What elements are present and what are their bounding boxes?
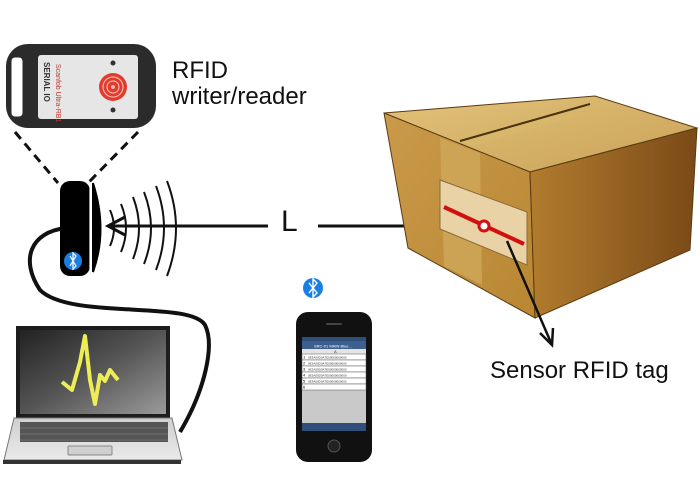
phone-row-number: 5 xyxy=(303,379,306,384)
bluetooth-icon xyxy=(303,277,323,299)
signal-waves-icon xyxy=(109,180,177,277)
phone-toolbar xyxy=(302,423,366,431)
reader-led-top xyxy=(110,60,116,66)
reader-model-text: Scanfob Ultra-RB1 xyxy=(54,64,61,122)
sensor-tag-label: Sensor RFID tag xyxy=(490,357,669,384)
box-seam xyxy=(459,103,591,142)
cardboard-box xyxy=(383,95,699,319)
rfid-signal-icon xyxy=(99,73,127,101)
phone-app-titlebar xyxy=(302,341,366,349)
phone-row-value: 0E3A00D0A7E00000000000 xyxy=(308,379,347,383)
reader-label-line2: writer/reader xyxy=(172,83,307,111)
phone-row-number: 6 xyxy=(303,385,306,390)
reader-face xyxy=(38,55,138,119)
reader-brand-text: SERIAL IO xyxy=(42,62,51,102)
phone-row-number: 2 xyxy=(303,361,306,366)
phone-row-value: 0E3A00D0A7E00000000000 xyxy=(308,373,347,377)
phone-row-value: 0E3A00D0A7E00000000000 xyxy=(308,361,347,365)
tag-pointer-arrow xyxy=(505,240,555,348)
tape-top xyxy=(453,110,577,146)
rfid-reader-device: Scanfob Ultra-RB1 SERIAL IO xyxy=(6,44,156,128)
waveform-chart xyxy=(60,334,120,406)
laptop xyxy=(3,326,183,464)
keyboard-keys xyxy=(20,422,168,442)
handheld-reader xyxy=(60,181,102,276)
bluetooth-icon xyxy=(64,251,82,271)
phone-row-number: 4 xyxy=(303,373,306,378)
phone-app-title: SRC-01 MAIN Blue... xyxy=(314,344,352,349)
phone-row-value: 0E3A00D0A7E00000000000 xyxy=(308,355,347,359)
phone-row-number: 3 xyxy=(303,367,306,372)
distance-label: L xyxy=(281,205,298,238)
usb-cable xyxy=(27,226,211,434)
phone-column-header: A xyxy=(334,349,337,354)
phone-home-button xyxy=(327,439,341,453)
reader-lanyard-loop xyxy=(8,54,26,120)
reader-label-line1: RFID xyxy=(172,57,228,84)
touchpad xyxy=(67,445,113,456)
phone-row-value: 0E3A00D0A7E00000000000 xyxy=(308,367,347,371)
reader-label: RFID writer/reader xyxy=(172,57,307,111)
zoom-lines xyxy=(13,130,140,185)
phone-table-row xyxy=(301,383,367,391)
reader-led-bottom xyxy=(110,107,116,113)
phone-row-number: 1 xyxy=(303,355,306,360)
sensor-rfid-tag xyxy=(443,205,525,246)
